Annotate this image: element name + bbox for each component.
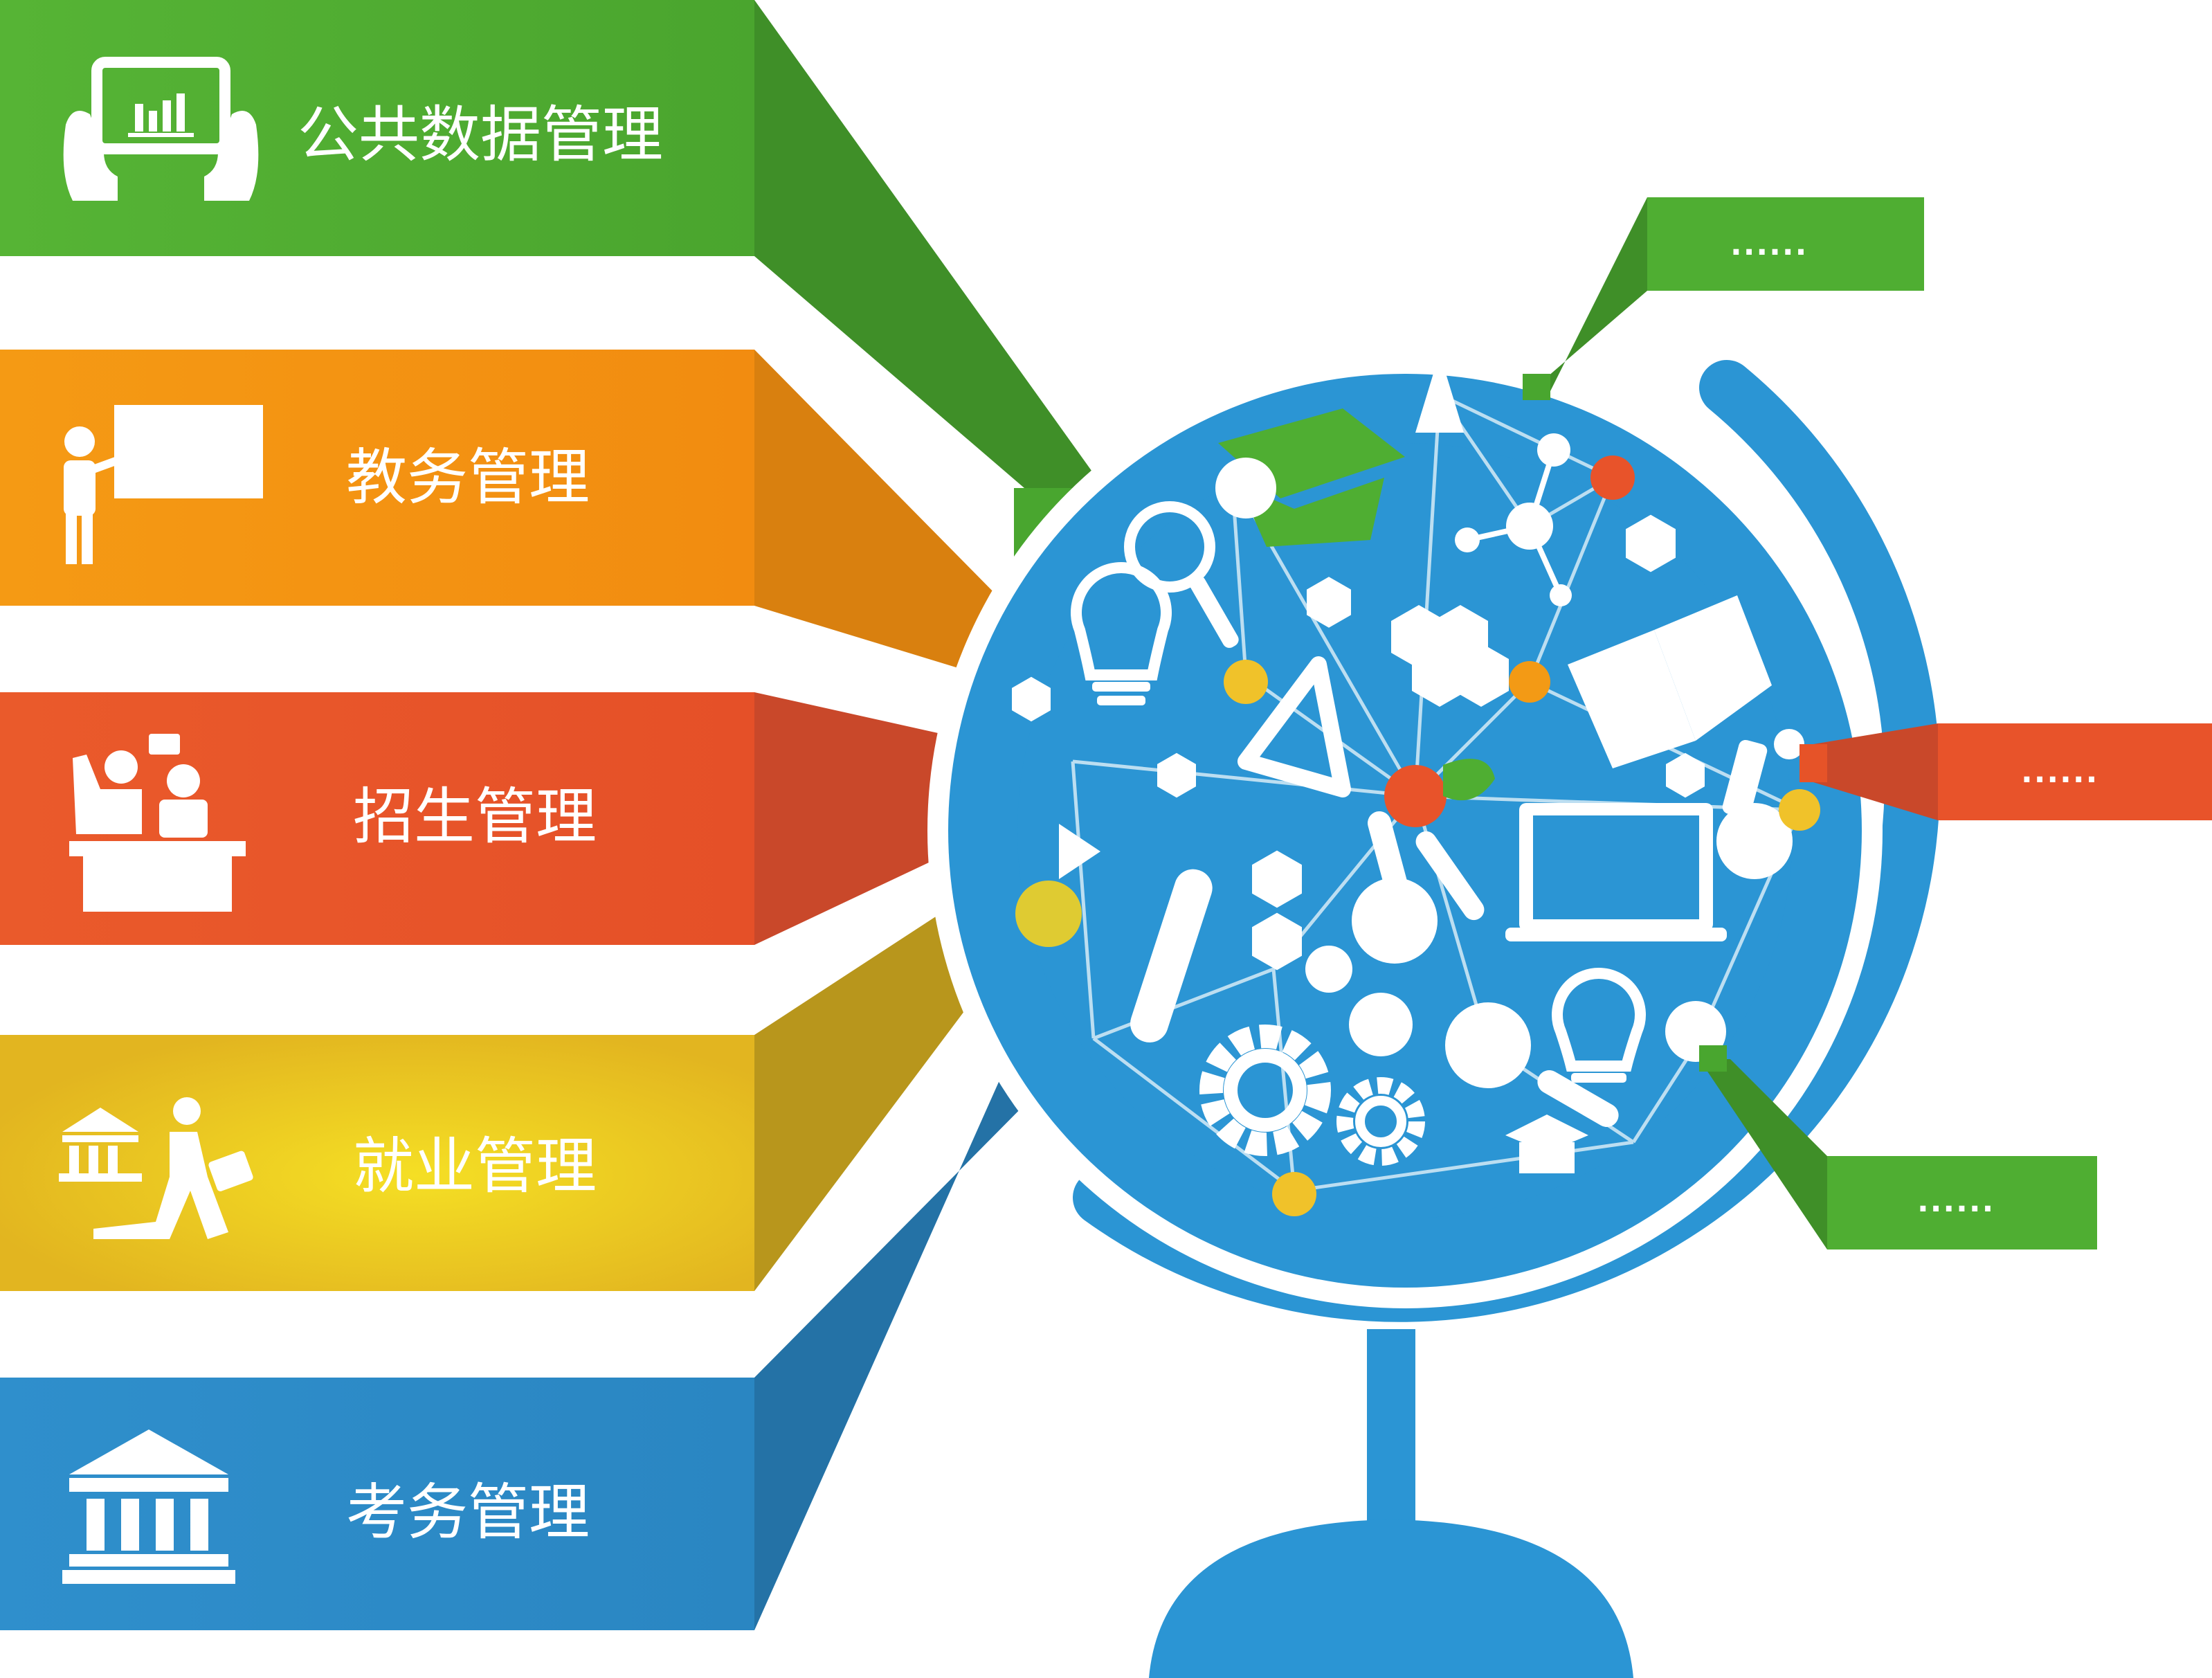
molecule-icon [1455,433,1572,606]
node-yellow [1272,1172,1316,1216]
gear-icon [1199,1025,1331,1156]
center-node-leaf [1443,759,1495,801]
test-tube-icon [1415,831,1485,921]
institution-building-icon [62,1429,235,1584]
flask-icon [1716,729,1804,879]
callout-label-bottom: ...... [1917,1184,1995,1219]
node-yellow-glow [1015,881,1082,947]
magnifier-icon [1124,501,1239,648]
globe-stem [1367,1329,1415,1544]
globe-base [1149,1519,1633,1678]
blue-band-connector [754,1025,1104,1630]
band-public-data [0,0,754,256]
admission-desk-icon [69,734,246,912]
pencil-tip-icon [1415,353,1464,433]
band-employment [0,1035,754,1291]
open-book-icon [1568,595,1772,768]
teacher-whiteboard-icon [64,405,263,564]
node-red [1590,455,1635,500]
orange-band-connector [754,350,1004,682]
callout-top-right: ...... [1523,197,1924,400]
yellow-band-connector [754,872,1004,1291]
green-band-connector [754,0,1104,488]
callout-label-middle: ...... [2021,755,2098,790]
node-yellow [1779,789,1820,831]
callout-bottom-right: ...... [1699,1045,2097,1250]
band-label-academic: 教务管理 [346,442,590,513]
callout-label-top: ...... [1730,227,1808,262]
triangle-ruler-icon [1238,656,1351,797]
band-label-exam: 考务管理 [346,1477,590,1548]
lightbulb-icon [1552,968,1646,1083]
graduation-cap-icon [1505,1115,1588,1173]
globe [927,353,1940,1678]
flask-icon [1352,878,1438,964]
node-yellow [1224,660,1268,704]
laptop-icon [1505,803,1727,941]
tablet-chart-hands-icon [63,57,259,201]
node-orange [1509,661,1550,703]
watermark-text: 搜狐号@合肥自友科技 [1720,1606,2149,1657]
businessman-walking-icon [59,1097,253,1239]
lightbulb-icon [1071,562,1172,705]
band-label-employment: 就业管理 [353,1130,597,1202]
band-label-admission: 招生管理 [353,781,597,852]
test-tube-icon [1130,869,1213,1043]
center-node [1384,765,1447,827]
gear-icon [1336,1077,1425,1166]
callout-middle-right: ...... [1799,723,2212,820]
band-label-public-data: 公共数据管理 [298,99,663,170]
